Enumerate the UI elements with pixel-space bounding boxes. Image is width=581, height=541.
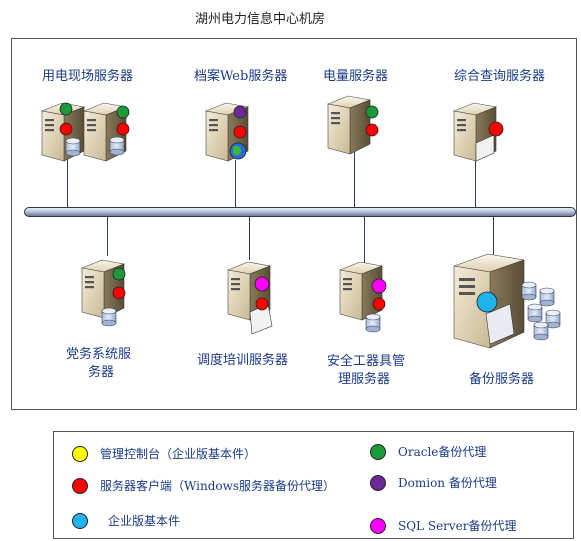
connector-anquan (364, 216, 365, 266)
red-dot-icon (72, 477, 88, 494)
oracle-agent-dot (112, 267, 126, 281)
enterprise-agent-dot (476, 291, 498, 313)
purple-dot-icon (370, 474, 386, 491)
diaodu-server-icon (227, 262, 273, 335)
legend-label-oracle: Oracle备份代理 (398, 445, 487, 459)
beifen-server-icon (453, 253, 561, 349)
anquan-server-icon (339, 262, 387, 333)
legend-label-client: 服务器客户端（Windows服务器备份代理） (100, 479, 336, 493)
legend: 管理控制台（企业版基本件） 服务器客户端（Windows服务器备份代理） 企业版… (53, 431, 574, 539)
client-agent-dot (372, 297, 386, 311)
client-agent-dot (365, 123, 379, 137)
connector-zonghe (475, 158, 476, 208)
connector-diaodu (249, 216, 250, 260)
label-beifen-server: 备份服务器 (469, 372, 535, 387)
oracle-agent-dot (365, 105, 379, 119)
page-title: 湖州电力信息中心机房 (194, 12, 325, 27)
dianliang-server-icon (327, 95, 379, 155)
label-diaodu-server: 调度培训服务器 (197, 353, 289, 368)
client-agent-dot (59, 122, 73, 136)
client-agent-dot (233, 125, 247, 139)
legend-item-sql: SQL Server备份代理 (370, 517, 517, 534)
sql-agent-dot (254, 276, 270, 292)
legend-item-oracle: Oracle备份代理 (370, 443, 486, 460)
client-agent-dot (116, 122, 130, 136)
network-backbone (24, 207, 576, 217)
datacenter-frame (11, 38, 577, 410)
yellow-dot-icon (72, 445, 88, 462)
client-agent-dot (488, 121, 504, 137)
legend-item-console: 管理控制台（企业版基本件） (72, 445, 256, 462)
client-agent-dot (255, 297, 269, 311)
domino-agent-dot (233, 105, 247, 119)
magenta-dot-icon (370, 517, 386, 534)
dangwu-server-icon (81, 259, 126, 327)
legend-label-console: 管理控制台（企业版基本件） (100, 447, 257, 461)
legend-label-sql: SQL Server备份代理 (398, 519, 517, 533)
connector-dangan (235, 160, 236, 208)
label-zonghe-server: 综合查询服务器 (454, 69, 546, 84)
label-anquan-server-line1: 安全工器具管 (327, 354, 406, 369)
label-yongdian-server: 用电现场服务器 (42, 69, 134, 84)
label-dangwu-server-line1: 党务系统服 (66, 347, 132, 362)
client-agent-dot (112, 286, 126, 300)
storage-disks-icon (521, 281, 561, 341)
legend-item-domino: Domion 备份代理 (370, 474, 497, 491)
label-dianliang-server: 电量服务器 (323, 69, 389, 84)
zonghe-server-icon (453, 102, 504, 162)
blue-dot-icon (72, 512, 88, 529)
legend-item-client: 服务器客户端（Windows服务器备份代理） (72, 477, 335, 494)
connector-yongdian (67, 158, 68, 208)
label-dangwu-server-line2: 务器 (88, 365, 115, 380)
sql-agent-dot (371, 278, 387, 294)
yongdian-server-icon (41, 102, 130, 162)
green-dot-icon (370, 443, 386, 460)
oracle-agent-dot (59, 102, 73, 116)
connector-dianliang (354, 148, 355, 208)
label-anquan-server-line2: 理服务器 (338, 372, 391, 387)
legend-item-enterprise: 企业版基本件 (72, 512, 180, 529)
oracle-agent-dot (116, 105, 130, 119)
legend-label-enterprise: 企业版基本件 (108, 514, 181, 528)
label-dangan-server: 档案Web服务器 (194, 69, 288, 84)
connector-dangwu (107, 216, 108, 256)
legend-label-domino: Domion 备份代理 (398, 476, 497, 490)
dangan-server-icon (205, 102, 249, 162)
connector-beifen (493, 216, 494, 258)
